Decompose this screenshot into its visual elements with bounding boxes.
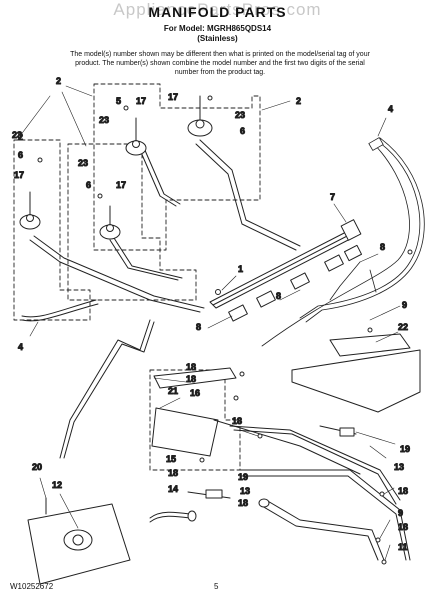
callout-label: 2: [296, 96, 301, 106]
callout-label: 8: [196, 322, 201, 332]
manifold-pipe: [209, 219, 362, 309]
callout-label: 2: [56, 76, 61, 86]
callout-label: 4: [388, 104, 393, 114]
burner-valves: [19, 95, 213, 240]
callout-label: 6: [240, 126, 245, 136]
model-info: For Model: MGRH865QDS14 (Stainless): [0, 24, 435, 44]
elbow-pipe: [258, 498, 385, 561]
callout-labels: 2 2 2 23 5 17 17 23 6 23 6 17 23 6 17 4 …: [12, 76, 411, 553]
callout-label: 1: [238, 264, 243, 274]
callout-label: 21: [168, 386, 178, 396]
callout-label: 18: [398, 522, 408, 532]
callout-label: 22: [398, 322, 408, 332]
tube-20: [59, 319, 155, 459]
page-number: 5: [214, 582, 219, 591]
callout-label: 18: [238, 498, 248, 508]
regulator-bracket: [151, 367, 361, 475]
callout-label: 6: [18, 150, 23, 160]
callout-label: 18: [168, 468, 178, 478]
screws: [37, 95, 413, 565]
callout-label: 20: [32, 462, 42, 472]
callout-label: 13: [240, 486, 250, 496]
callout-label: 18: [186, 362, 196, 372]
callout-label: 15: [166, 454, 176, 464]
callout-label: 23: [235, 110, 245, 120]
callout-label: 9: [398, 508, 403, 518]
callout-label: 23: [99, 115, 109, 125]
callout-label: 8: [276, 291, 281, 301]
tube-14: [149, 510, 197, 523]
callout-label: 18: [186, 374, 196, 384]
model-notice: The model(s) number shown may be differe…: [70, 51, 370, 76]
tube-4: [21, 299, 99, 322]
leader-lines: [19, 85, 401, 561]
callout-label: 2: [18, 132, 23, 142]
callout-label: 23: [78, 158, 88, 168]
callout-label: 19: [400, 444, 410, 454]
model-line: For Model: MGRH865QDS14: [163, 24, 272, 33]
lower-gas-line: [229, 425, 411, 561]
callout-label: 5: [116, 96, 121, 106]
igniters-19: [187, 425, 357, 499]
callout-label: 9: [402, 300, 407, 310]
callout-label: 18: [232, 416, 242, 426]
burner-tubes: [29, 139, 301, 313]
heat-shield: [291, 333, 421, 413]
callout-label: 4: [18, 342, 23, 352]
finish-line: (Stainless): [197, 34, 238, 43]
callout-label: 13: [394, 462, 404, 472]
callout-label: 8: [380, 242, 385, 252]
callout-label: 23: [12, 130, 22, 140]
callout-label: 18: [398, 486, 408, 496]
callout-label: 16: [190, 388, 200, 398]
page-title: MANIFOLD PARTS: [148, 4, 287, 20]
callout-label: 12: [52, 480, 62, 490]
callout-label: 6: [86, 180, 91, 190]
dashed-groups: [13, 83, 261, 471]
callout-label: 17: [116, 180, 126, 190]
callout-label: 14: [168, 484, 178, 494]
callout-label: 17: [168, 92, 178, 102]
callout-label: 17: [14, 170, 24, 180]
callout-label: 7: [330, 192, 335, 202]
callout-label: 17: [136, 96, 146, 106]
wire-harness: [261, 137, 425, 347]
callout-label: 19: [238, 472, 248, 482]
regulator-12: [27, 497, 131, 585]
callout-label: 11: [398, 542, 408, 552]
manifold-valves: [228, 244, 363, 322]
document-number: W10252672: [10, 582, 54, 591]
